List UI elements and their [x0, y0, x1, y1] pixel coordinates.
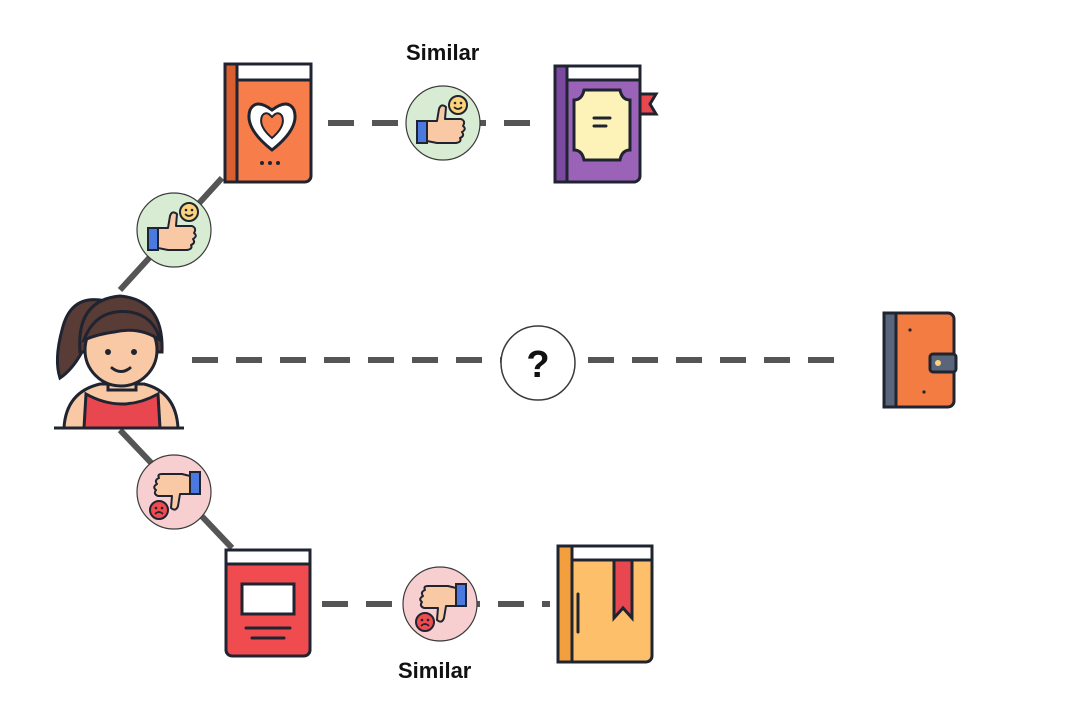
thumbs-down-icon [136, 454, 212, 530]
target-book-locked-icon [882, 311, 958, 409]
thumbs-down-icon [402, 566, 478, 642]
similar-book-yellow-icon [556, 544, 654, 664]
question-mark: ? [526, 344, 549, 386]
bottom-similar-label: Similar [398, 658, 472, 683]
thumbs-up-icon [405, 85, 481, 161]
disliked-book-red-icon [224, 548, 312, 658]
liked-book-heart-icon [223, 62, 313, 184]
similar-book-purple-icon [553, 64, 659, 184]
unknown-preference-node: ? [500, 325, 576, 401]
user-avatar-icon [54, 294, 188, 430]
thumbs-up-icon [136, 192, 212, 268]
connectors [117, 120, 846, 607]
top-similar-label: Similar [406, 40, 480, 65]
